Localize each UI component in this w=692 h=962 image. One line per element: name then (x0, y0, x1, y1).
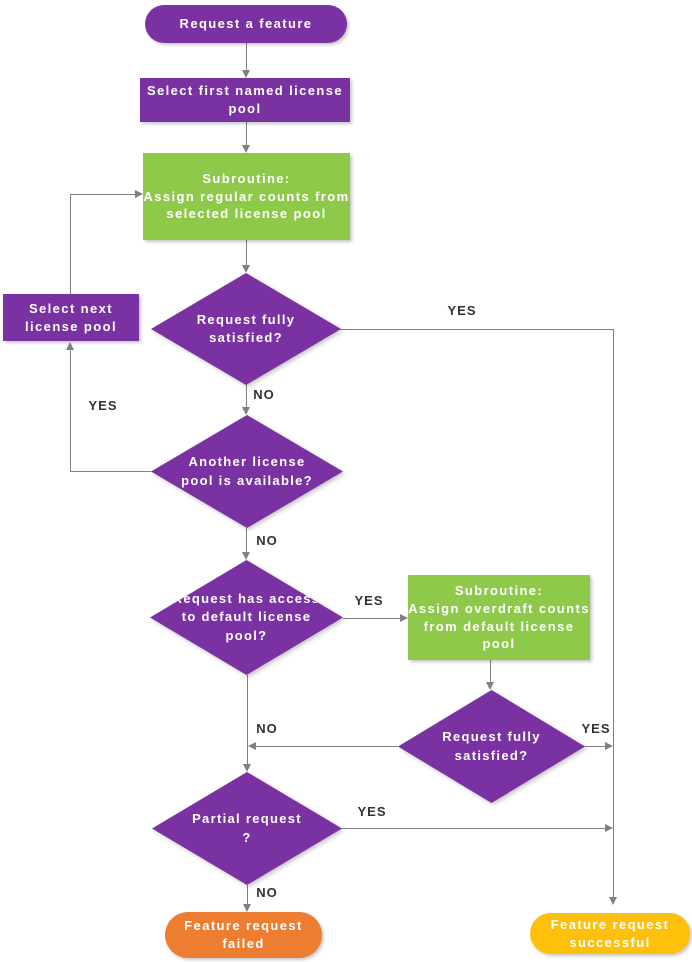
connector-d-partial-no (247, 885, 248, 904)
node-decision-access-default-pool: Request has access to default license po… (150, 560, 343, 675)
arrow-up-icon (66, 342, 74, 350)
node-decision-request-fully-satisfied-1: Request fully satisfied? (151, 273, 341, 385)
node-subroutine-assign-overdraft-counts: Subroutine: Assign overdraft counts from… (408, 575, 590, 660)
node-sub-overdraft-label: Subroutine: Assign overdraft counts from… (408, 583, 590, 652)
node-feature-request-failed: Feature request failed (165, 912, 322, 958)
connector-d-satisfied1-no (246, 385, 247, 407)
connector-d-partial-yes (342, 828, 605, 829)
arrow-down-icon (242, 70, 250, 78)
arrow-down-icon (609, 897, 617, 905)
node-subroutine-assign-regular-counts: Subroutine: Assign regular counts from s… (143, 153, 350, 240)
arrow-down-icon (242, 407, 250, 415)
connector-d-another-yes-v (70, 350, 71, 471)
node-select-first-named-license-pool: Select first named license pool (140, 78, 350, 122)
arrow-down-icon (486, 682, 494, 690)
edge-label-d4-yes: YES (581, 721, 611, 736)
node-failed-label: Feature request failed (184, 918, 303, 951)
connector-d-another-yes-h (70, 471, 151, 472)
diamond-shape: Request fully satisfied? (398, 690, 585, 803)
arrow-right-icon (135, 190, 143, 198)
arrow-left-icon (248, 742, 256, 750)
diamond-shape: Request has access to default license po… (150, 560, 343, 675)
decision-another-label: Another license pool is available? (181, 454, 313, 488)
connector-d-satisfied1-yes-v (613, 329, 614, 897)
arrow-right-icon (400, 614, 408, 622)
node-select-first-label: Select first named license pool (146, 83, 344, 116)
connector-d-satisfied2-no (256, 746, 398, 747)
diamond-shape: Another license pool is available? (151, 415, 343, 528)
connector-d-default-no (247, 675, 248, 764)
connector-select-first-to-sub-regular (246, 121, 247, 145)
node-sub-regular-label: Subroutine: Assign regular counts from s… (143, 171, 350, 222)
diamond-shape: Partial request ? (152, 772, 342, 885)
node-request-a-feature: Request a feature (145, 5, 347, 43)
decision-partial-label: Partial request ? (192, 811, 302, 845)
edge-label-d1-yes: YES (447, 303, 477, 318)
connector-d-satisfied2-yes (585, 746, 605, 747)
arrow-right-icon (605, 824, 613, 832)
edge-label-d5-no: NO (256, 885, 278, 900)
connector-sub-regular-to-d-satisfied1 (246, 240, 247, 265)
decision-satisfied1-label: Request fully satisfied? (196, 311, 296, 345)
edge-label-d3-yes: YES (354, 593, 384, 608)
node-decision-partial-request: Partial request ? (152, 772, 342, 885)
edge-label-d1-no: NO (253, 387, 275, 402)
arrow-right-icon (605, 742, 613, 750)
node-decision-another-license-pool: Another license pool is available? (151, 415, 343, 528)
decision-satisfied2-label: Request fully satisfied? (442, 729, 541, 763)
connector-sub-overdraft-to-d-satisfied2 (490, 660, 491, 682)
node-feature-request-successful: Feature request successful (530, 913, 690, 954)
diamond-shape: Request fully satisfied? (151, 273, 341, 385)
node-request-a-feature-label: Request a feature (179, 16, 313, 32)
arrow-down-icon (242, 265, 250, 273)
edge-label-d5-yes: YES (357, 804, 387, 819)
connector-select-next-loop-v (70, 194, 71, 294)
connector-select-next-loop-h (70, 194, 135, 195)
arrow-down-icon (242, 145, 250, 153)
arrow-down-icon (243, 904, 251, 912)
edge-label-d4-no: NO (256, 721, 278, 736)
node-select-next-license-pool: Select next license pool (3, 294, 139, 341)
connector-d-satisfied1-yes-h (340, 329, 613, 330)
connector-d-default-yes (343, 618, 400, 619)
connector-start-to-select-first (246, 43, 247, 70)
node-decision-request-fully-satisfied-2: Request fully satisfied? (398, 690, 585, 803)
arrow-down-icon (243, 764, 251, 772)
edge-label-d2-no: NO (256, 533, 278, 548)
edge-label-d2-yes: YES (88, 398, 118, 413)
connector-d-another-no (246, 528, 247, 552)
arrow-down-icon (242, 552, 250, 560)
node-select-next-label: Select next license pool (25, 300, 117, 334)
decision-default-label: Request has access to default license po… (172, 591, 321, 643)
node-success-label: Feature request successful (550, 916, 670, 950)
